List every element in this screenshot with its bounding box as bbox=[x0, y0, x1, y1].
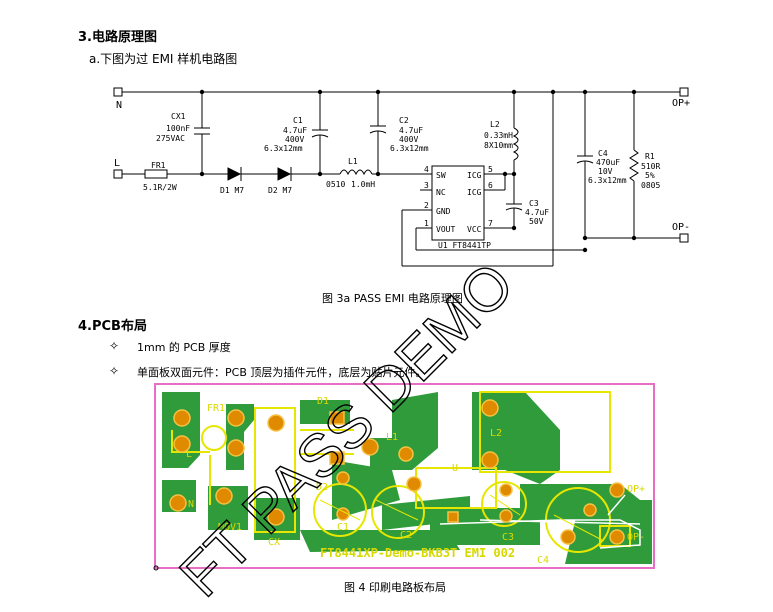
schematic-diagram: N L OP+ OP- CX1 100nF 275VAC FR1 5.1R/2W… bbox=[113, 87, 690, 267]
c1-v1: 4.7uF bbox=[283, 126, 307, 135]
u1-pin-vout: VOUT bbox=[436, 225, 455, 234]
pcb-label-mov1: MOV1 bbox=[218, 522, 242, 533]
l2-value: 0.33mH bbox=[484, 131, 513, 140]
cx1-value: 100nF bbox=[166, 124, 190, 133]
l1-pkg: 0510 bbox=[326, 180, 345, 189]
c1-v2: 400V bbox=[285, 135, 304, 144]
pcb-board-text: FT8441XP-Demo-BKB3T EMI 002 bbox=[320, 546, 515, 560]
d1-label: D1 M7 bbox=[220, 186, 244, 195]
c2-v3: 6.3x12mm bbox=[390, 144, 429, 153]
l1-value: 1.0mH bbox=[351, 180, 375, 189]
c3-name: C3 bbox=[529, 199, 539, 208]
terminal-n-label: N bbox=[116, 100, 122, 111]
pcb-caption: 图 4 印刷电路板布局 bbox=[344, 581, 446, 594]
pcb-label-l2: L2 bbox=[490, 428, 502, 439]
terminal-l-label: L bbox=[114, 158, 120, 169]
l1-name: L1 bbox=[348, 157, 358, 166]
pcb-label-c4: C4 bbox=[537, 555, 549, 566]
u1-label: U1 FT8441TP bbox=[438, 241, 491, 250]
bullet-symbol-1: ✧ bbox=[109, 339, 120, 353]
pcb-label-c3: C3 bbox=[502, 532, 514, 543]
r1-name: R1 bbox=[645, 152, 655, 161]
section-3-subtitle: a.下图为过 EMI 样机电路图 bbox=[89, 52, 238, 66]
c2-v1: 4.7uF bbox=[399, 126, 423, 135]
section-3-title: 3.电路原理图 bbox=[78, 30, 157, 45]
pcb-label-d1: D1 bbox=[317, 396, 329, 407]
fr1-value: 5.1R/2W bbox=[143, 183, 177, 192]
bullet-symbol-2: ✧ bbox=[109, 364, 120, 378]
u1-pin-num-7: 7 bbox=[488, 219, 493, 228]
pcb-label-l: L bbox=[186, 449, 192, 460]
fr1-name: FR1 bbox=[151, 161, 166, 170]
u1-pin-num-4: 4 bbox=[424, 165, 429, 174]
d2-label: D2 M7 bbox=[268, 186, 292, 195]
c4-name: C4 bbox=[598, 149, 608, 158]
terminal-op-plus-label: OP+ bbox=[672, 98, 690, 109]
c4-v2: 10V bbox=[598, 167, 613, 176]
bullet-item-2: 单面板双面元件：PCB 顶层为插件元件，底层为贴片元件。 bbox=[137, 366, 427, 379]
u1-pin-icg-b: ICG bbox=[467, 188, 482, 197]
cx1-rating: 275VAC bbox=[156, 134, 185, 143]
pcb-label-u: U bbox=[452, 463, 458, 474]
pcb-label-op-plus: OP+ bbox=[627, 484, 645, 495]
l2-name: L2 bbox=[490, 120, 500, 129]
terminal-op-minus-label: OP- bbox=[672, 222, 690, 233]
pcb-label-n: N bbox=[188, 499, 194, 510]
c2-name: C2 bbox=[399, 116, 409, 125]
c3-v1: 4.7uF bbox=[525, 208, 549, 217]
bullet-item-1: 1mm 的 PCB 厚度 bbox=[137, 341, 231, 354]
u1-pin-num-1: 1 bbox=[424, 219, 429, 228]
cx1-name: CX1 bbox=[171, 112, 186, 121]
u1-pin-sw: SW bbox=[436, 171, 446, 180]
l2-size: 8X10mm bbox=[484, 141, 513, 150]
u1-pin-vcc: VCC bbox=[467, 225, 482, 234]
pcb-label-fr1: FR1 bbox=[207, 403, 225, 414]
c1-name: C1 bbox=[293, 116, 303, 125]
u1-pin-icg-a: ICG bbox=[467, 171, 482, 180]
pcb-label-c1: C1 bbox=[337, 522, 349, 533]
u1-pin-num-5: 5 bbox=[488, 165, 493, 174]
r1-v2: 5% bbox=[645, 171, 655, 180]
section-4-title: 4.PCB布局 bbox=[78, 319, 147, 334]
c1-v3: 6.3x12mm bbox=[264, 144, 303, 153]
pcb-label-op-minus: OP- bbox=[627, 532, 645, 543]
c3-v2: 50V bbox=[529, 217, 544, 226]
u1-pin-nc: NC bbox=[436, 188, 446, 197]
schematic-caption: 图 3a PASS EMI 电路原理图 bbox=[322, 292, 463, 305]
pcb-label-l1: L1 bbox=[386, 432, 398, 443]
pcb-label-d2: D2 bbox=[316, 482, 328, 493]
c2-v2: 400V bbox=[399, 135, 418, 144]
c4-v1: 470uF bbox=[596, 158, 620, 167]
c4-v3: 6.3x12mm bbox=[588, 176, 627, 185]
u1-pin-gnd: GND bbox=[436, 207, 451, 216]
pcb-label-cx: CX bbox=[268, 537, 280, 548]
u1-pin-num-6: 6 bbox=[488, 181, 493, 190]
r1-v1: 510R bbox=[641, 162, 660, 171]
pcb-label-c2: C2 bbox=[400, 530, 412, 541]
u1-pin-num-2: 2 bbox=[424, 201, 429, 210]
u1-pin-num-3: 3 bbox=[424, 181, 429, 190]
r1-v3: 0805 bbox=[641, 181, 660, 190]
